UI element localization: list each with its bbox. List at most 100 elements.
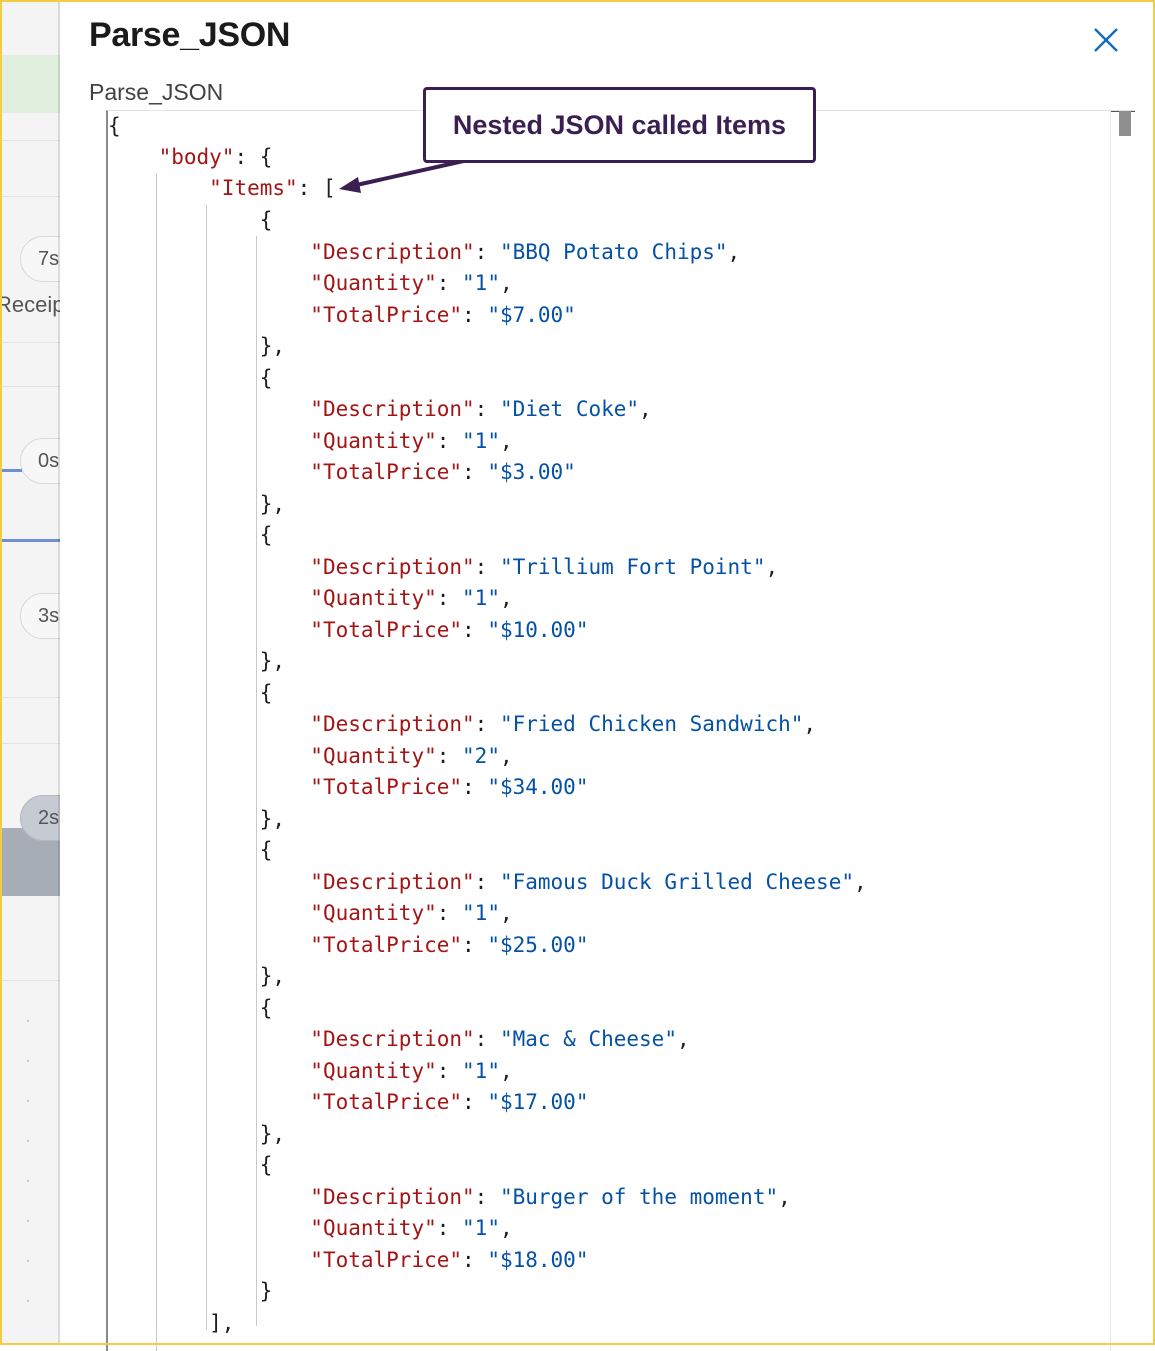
bg-divider <box>0 980 60 981</box>
json-key: "Quantity" <box>310 1059 437 1083</box>
bg-divider <box>0 386 60 387</box>
bg-success-row <box>0 55 60 113</box>
code-line: }, <box>108 1122 286 1146</box>
json-key: "Description" <box>310 397 475 421</box>
bg-connector <box>0 469 22 472</box>
item-total-price: "$34.00" <box>487 775 589 799</box>
code-line: "Quantity": "1", <box>310 429 513 453</box>
scrollbar[interactable] <box>1110 111 1135 1351</box>
bg-connector <box>0 539 60 542</box>
json-key: "Quantity" <box>310 429 437 453</box>
background-app: 7s Receip 0s 3s 2s <box>0 0 60 1345</box>
json-key: "TotalPrice" <box>310 775 463 799</box>
code-line: "Description": "Famous Duck Grilled Chee… <box>310 870 867 894</box>
bg-dot <box>27 1020 29 1022</box>
json-key: "Description" <box>310 1027 475 1051</box>
code-line: "Description": "Diet Coke", <box>310 397 652 421</box>
code-line: }, <box>108 964 286 988</box>
item-quantity: "1" <box>462 271 500 295</box>
item-description: "Fried Chicken Sandwich" <box>499 712 804 736</box>
code-line: "Items": [ <box>209 176 336 200</box>
code-line: "Description": "Mac & Cheese", <box>310 1027 690 1051</box>
bg-divider <box>0 697 60 698</box>
bg-dot <box>27 1220 29 1222</box>
code-line: "Quantity": "2", <box>310 744 513 768</box>
code-line: "TotalPrice": "$17.00" <box>310 1090 589 1114</box>
code-line: "Description": "Burger of the moment", <box>310 1185 791 1209</box>
code-line: { <box>108 366 273 390</box>
code-line: }, <box>108 492 286 516</box>
code-line: "Quantity": "1", <box>310 901 513 925</box>
item-total-price: "$3.00" <box>487 460 576 484</box>
code-line: }, <box>108 334 286 358</box>
item-description: "Burger of the moment" <box>499 1185 779 1209</box>
scrollbar-thumb[interactable] <box>1119 111 1131 136</box>
json-key: "Items" <box>209 176 298 200</box>
code-line: "Description": "BBQ Potato Chips", <box>310 240 741 264</box>
item-description: "Diet Coke" <box>499 397 640 421</box>
json-viewer[interactable]: { "body": { "Items": [ { "Description": … <box>106 110 1135 1351</box>
item-description: "BBQ Potato Chips" <box>499 240 728 264</box>
close-button[interactable] <box>1090 24 1122 56</box>
code-line: "Quantity": "1", <box>310 271 513 295</box>
code-line: "TotalPrice": "$3.00" <box>310 460 576 484</box>
json-key: "TotalPrice" <box>310 618 463 642</box>
code-line: "Quantity": "1", <box>310 1059 513 1083</box>
bg-dot <box>27 1180 29 1182</box>
code-line: "TotalPrice": "$7.00" <box>310 303 576 327</box>
code-line: "TotalPrice": "$18.00" <box>310 1248 589 1272</box>
bg-divider <box>0 140 60 141</box>
code-line: { <box>108 208 273 232</box>
item-quantity: "1" <box>462 586 500 610</box>
code-line: ], <box>209 1311 235 1335</box>
json-key: "Quantity" <box>310 901 437 925</box>
code-line: "TotalPrice": "$34.00" <box>310 775 589 799</box>
code-line: }, <box>108 807 286 831</box>
code-line: "TotalPrice": "$25.00" <box>310 933 589 957</box>
code-line: }, <box>108 649 286 673</box>
item-quantity: "1" <box>462 1059 500 1083</box>
indent-guide <box>206 205 207 1330</box>
panel-title: Parse_JSON <box>89 16 291 54</box>
item-description: "Mac & Cheese" <box>499 1027 677 1051</box>
close-icon <box>1094 28 1118 52</box>
json-key: "TotalPrice" <box>310 303 463 327</box>
json-key: "body" <box>158 145 235 169</box>
code-line: "Description": "Trillium Fort Point", <box>310 555 779 579</box>
bg-dot <box>27 1260 29 1262</box>
item-quantity: "2" <box>462 744 500 768</box>
json-key: "Quantity" <box>310 586 437 610</box>
item-description: "Trillium Fort Point" <box>499 555 766 579</box>
item-total-price: "$10.00" <box>487 618 589 642</box>
item-total-price: "$7.00" <box>487 303 576 327</box>
json-key: "Description" <box>310 1185 475 1209</box>
code-line: "Quantity": "1", <box>310 586 513 610</box>
bg-divider <box>0 342 60 343</box>
code-line: { <box>108 114 121 138</box>
code-line: "Quantity": "1", <box>310 1216 513 1240</box>
bg-dot <box>27 1100 29 1102</box>
bg-divider <box>0 743 60 744</box>
json-key: "Description" <box>310 712 475 736</box>
json-key: "TotalPrice" <box>310 1090 463 1114</box>
code-line: { <box>108 681 273 705</box>
json-key: "Quantity" <box>310 1216 437 1240</box>
item-total-price: "$18.00" <box>487 1248 589 1272</box>
bg-step-label: Receip <box>0 292 60 317</box>
bg-duration-pill: 0s <box>20 438 60 484</box>
item-quantity: "1" <box>462 429 500 453</box>
bg-duration-pill: 3s <box>20 593 60 639</box>
json-key: "TotalPrice" <box>310 1248 463 1272</box>
annotation-callout: Nested JSON called Items <box>423 87 816 163</box>
bg-dot <box>27 1300 29 1302</box>
json-key: "TotalPrice" <box>310 460 463 484</box>
code-line: "Description": "Fried Chicken Sandwich", <box>310 712 817 736</box>
item-quantity: "1" <box>462 901 500 925</box>
code-line: "TotalPrice": "$10.00" <box>310 618 589 642</box>
json-key: "Quantity" <box>310 744 437 768</box>
code-line: } <box>108 1279 273 1303</box>
json-key: "Quantity" <box>310 271 437 295</box>
json-key: "Description" <box>310 870 475 894</box>
json-key: "Description" <box>310 555 475 579</box>
item-description: "Famous Duck Grilled Cheese" <box>499 870 854 894</box>
